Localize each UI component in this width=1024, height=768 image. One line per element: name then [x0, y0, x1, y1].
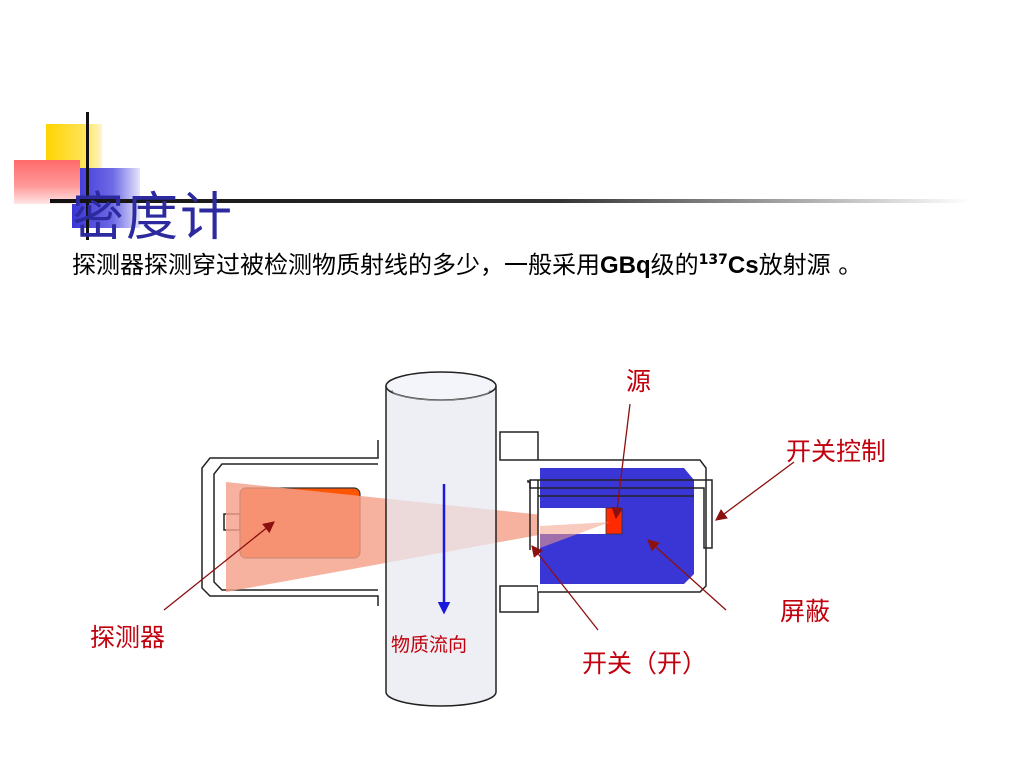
- label-shield: 屏蔽: [780, 597, 830, 626]
- slide-title: 密度计: [72, 188, 235, 248]
- decor-horizontal-rule: [50, 199, 970, 203]
- decor-square-blue: [72, 168, 140, 228]
- desc-text-2: 级的: [650, 251, 699, 279]
- desc-text-1: 探测器探测穿过被检测物质射线的多少，一般采用: [72, 251, 600, 279]
- mount-block-bottom: [499, 585, 539, 613]
- decor-vertical-line: [86, 112, 89, 240]
- leader-shield: [647, 539, 727, 611]
- leader-switch-open: [531, 545, 599, 631]
- detector-housing-inner: [213, 463, 378, 591]
- label-switch-control: 开关控制: [786, 437, 886, 466]
- beam-shield-overlap: [540, 522, 610, 548]
- label-source: 源: [626, 367, 651, 396]
- desc-isotope-symbol: Cs: [727, 252, 759, 279]
- decor-square-red: [14, 160, 80, 204]
- desc-isotope-mass: 137: [698, 252, 728, 268]
- leader-source: [611, 403, 631, 520]
- shutter-rod: [529, 479, 713, 549]
- slide-description: 探测器探测穿过被检测物质射线的多少，一般采用GBq级的137Cs放射源 。: [72, 244, 962, 287]
- desc-unit-gbq: GBq: [600, 252, 651, 279]
- label-flow-direction: 物质流向: [391, 634, 467, 656]
- leader-switch-control: [715, 461, 795, 521]
- mount-block-top: [499, 431, 539, 461]
- pipe-body: [385, 386, 497, 707]
- radiation-source: [605, 507, 623, 535]
- label-switch-open: 开关（开）: [582, 649, 707, 678]
- label-detector: 探测器: [90, 623, 165, 652]
- pipe-inner-rim: [391, 389, 491, 401]
- desc-text-3: 放射源 。: [758, 251, 863, 279]
- leader-detector: [163, 521, 275, 611]
